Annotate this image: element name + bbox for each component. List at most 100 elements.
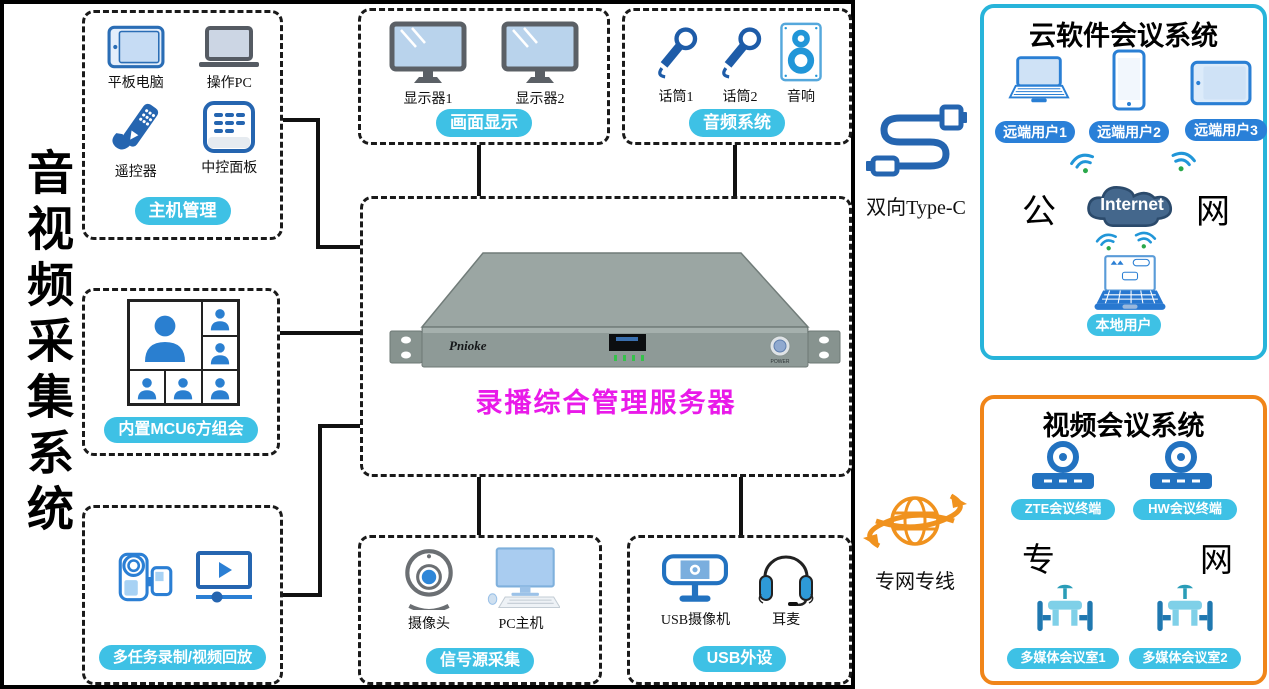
person-icon (145, 315, 186, 362)
server-box: Pnioke POWER 录播综合管理服务器 (360, 196, 852, 477)
remote-user3-badge: 远端用户3 (1185, 119, 1267, 142)
display-badge: 画面显示 (436, 109, 532, 137)
monitor2-label: 显示器2 (515, 92, 565, 107)
zte-terminal-badge: ZTE会议终端 (1011, 499, 1115, 520)
video-conference-box: 视频会议系统 ZTE会议终端 HW会议终端 专 网 多媒体会议室1 多媒体会议室… (980, 395, 1267, 685)
usb-camera-item: USB摄像机 (661, 552, 730, 629)
mic1-item: 话筒1 (651, 25, 701, 106)
internet-cloud-icon: Internet (1087, 186, 1173, 227)
connector-mcu (280, 331, 360, 335)
monitor1-label: 显示器1 (403, 92, 453, 107)
desktop-pc-icon (487, 547, 560, 609)
webcam-label: 摄像头 (408, 617, 450, 632)
audio-badge: 音频系统 (689, 109, 785, 137)
connector-record-h (281, 593, 322, 597)
mcu-badge: 内置MCU6方组会 (104, 416, 258, 443)
headset-icon (758, 555, 814, 606)
microphone-icon (722, 27, 762, 79)
remote-user2-badge: 远端用户2 (1089, 121, 1169, 144)
private-line-link: 专网专线 (852, 482, 978, 594)
server-title: 录播综合管理服务器 (475, 388, 737, 418)
operator-pc-item: 操作PC (183, 25, 277, 92)
tablet-label: 平板电脑 (107, 76, 164, 91)
control-panel-label: 中控面板 (201, 161, 258, 176)
video-playback-icon (195, 551, 252, 603)
wifi-icon (1171, 151, 1196, 172)
mic2-label: 话筒2 (722, 90, 758, 105)
usb-peripherals-box: USB摄像机 耳麦 USB外设 (627, 535, 852, 685)
monitor-icon (389, 21, 467, 83)
display-box: 显示器1 显示器2 画面显示 (358, 8, 610, 145)
usb-badge: USB外设 (692, 645, 787, 672)
pc-host-item: PC主机 (482, 546, 560, 633)
mic2-item: 话筒2 (715, 25, 765, 106)
connector-host-v (316, 118, 320, 249)
meeting-room-icon (1157, 584, 1213, 632)
record-playback-box: 多任务录制/视频回放 (82, 505, 283, 685)
host-management-badge: 主机管理 (134, 197, 231, 225)
local-user-badge: 本地用户 (1086, 314, 1161, 337)
remote-laptop-icon (1008, 56, 1070, 103)
connector-signal (477, 476, 481, 536)
pc-host-label: PC主机 (498, 617, 544, 632)
remote-control-icon (112, 103, 158, 150)
person-icon (137, 377, 157, 399)
system-title: 音视频采集系统 (20, 148, 73, 540)
usb-camera-icon (662, 554, 729, 602)
conference-terminal-icon (1032, 441, 1094, 489)
server-brand: Pnioke (449, 338, 487, 353)
remote-user1-badge: 远端用户1 (995, 121, 1075, 144)
headset-label: 耳麦 (772, 613, 801, 628)
main-system-frame (0, 0, 855, 689)
cloud-conference-box: 云软件会议系统 远端用户1 远端用户2 远端用户3 公 Internet 网 本… (980, 4, 1267, 360)
control-panel-item: 中控面板 (183, 100, 277, 181)
webcam-icon (405, 549, 453, 610)
mcu-grid-icon (127, 299, 240, 406)
audio-box: 话筒1 话筒2 音响 音频系统 (622, 8, 852, 145)
record-badge: 多任务录制/视频回放 (98, 644, 267, 670)
power-label: POWER (771, 359, 790, 365)
cloud-box-title: 云软件会议系统 (1029, 21, 1218, 51)
meeting-room2-badge: 多媒体会议室2 (1129, 648, 1241, 669)
connector-host-h2 (316, 245, 360, 249)
control-panel-icon (203, 101, 256, 153)
wan-left-char: 公 (1022, 194, 1056, 231)
monitor2-item: 显示器2 (499, 21, 581, 108)
internet-label: Internet (1100, 194, 1164, 214)
video-box-title: 视频会议系统 (1042, 411, 1205, 441)
person-icon (174, 377, 193, 399)
usb-camera-label: USB摄像机 (660, 613, 731, 628)
hw-terminal-badge: HW会议终端 (1133, 499, 1237, 520)
camcorder-icon (118, 552, 172, 602)
private-line-label: 专网专线 (875, 571, 955, 593)
wifi-icon (1134, 231, 1157, 249)
speaker-icon (780, 22, 822, 82)
mic1-label: 话筒1 (658, 90, 694, 105)
conference-terminal-icon (1150, 441, 1212, 489)
net-left-char: 专 (1022, 543, 1055, 579)
microphone-icon (658, 27, 698, 79)
meeting-room-icon (1037, 584, 1093, 632)
connector-display (477, 145, 481, 197)
speaker-item: 音响 (779, 21, 823, 106)
signal-badge: 信号源采集 (425, 647, 534, 674)
headset-item: 耳麦 (754, 550, 818, 629)
tablet-icon (107, 25, 165, 69)
server-chassis: Pnioke POWER (389, 252, 841, 368)
typec-link: 双向Type-C (854, 98, 978, 220)
person-icon (210, 377, 229, 399)
net-right-char: 网 (1200, 543, 1233, 579)
wifi-icon (1095, 233, 1117, 251)
operator-pc-label: 操作PC (206, 76, 252, 91)
connector-usb (739, 476, 743, 536)
remote-label: 遥控器 (114, 165, 157, 180)
remote-item: 遥控器 (89, 100, 183, 181)
tablet-item: 平板电脑 (89, 25, 183, 92)
connector-record-h2 (318, 424, 360, 428)
remote-tablet-icon (1190, 60, 1252, 106)
speaker-label: 音响 (787, 90, 815, 105)
typec-label: 双向Type-C (866, 197, 966, 219)
person-icon (210, 308, 230, 331)
signal-source-box: 摄像头 PC主机 信号源采集 (358, 535, 602, 685)
